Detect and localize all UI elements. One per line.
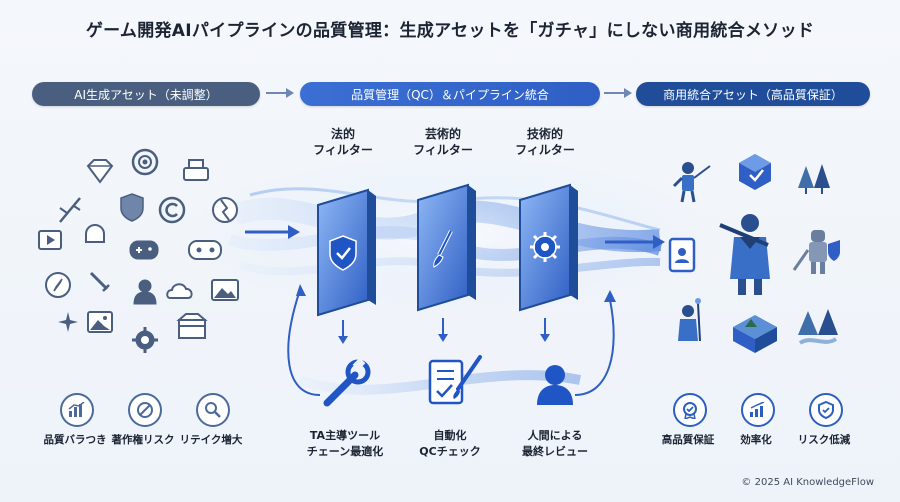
step-label-line-2: 最終レビュー [522, 445, 588, 458]
compass-icon [45, 272, 71, 298]
play-icon [38, 230, 62, 250]
feedback-loop-right [574, 299, 615, 396]
target-icon [131, 148, 159, 176]
badge-check-icon [673, 393, 707, 427]
stage-raw-assets: AI生成アセット（未調整） [32, 82, 260, 106]
warrior-icon [672, 162, 711, 203]
no-copyright-icon [128, 393, 162, 427]
filter-label-artistic: 芸術的 フィルター [398, 126, 488, 158]
printer-icon [183, 159, 209, 181]
knight-icon [792, 230, 840, 274]
problem-label-copyright: 著作権リスク [111, 434, 175, 446]
stage-quality-control: 品質管理（QC）＆パイプライン統合 [300, 82, 600, 106]
shield-check-icon [329, 235, 357, 271]
checklist-brush-icon [428, 355, 482, 405]
paintbrush-icon [433, 230, 453, 268]
raw-asset-icons [38, 148, 239, 353]
filter-panel-legal [317, 188, 376, 317]
benefit-label-quality: 高品質保証 [661, 434, 715, 446]
tablet-icon [668, 237, 696, 273]
filter-panel-technical [519, 183, 578, 312]
stage-commercial-assets: 商用統合アセット（高品質保証） [636, 82, 870, 106]
step-label-line-2: QCチェック [419, 445, 481, 458]
terrain-tile-icon [733, 315, 777, 353]
step-label-line-1: 人間による [527, 429, 583, 442]
copyright-text: © 2025 AI KnowledgeFlow [741, 477, 874, 488]
box-icon [176, 313, 208, 339]
sparkle-icon [58, 312, 78, 332]
step-label-auto-qc: 自動化 QCチェック [390, 428, 510, 460]
mage-icon [678, 298, 701, 342]
wrench-icon [323, 357, 371, 407]
copyright-icon [158, 196, 186, 224]
output-arrow-icon [605, 235, 665, 249]
cloud-icon [166, 283, 193, 299]
filter-label-legal: 法的 フィルター [298, 126, 388, 158]
filter-label-line-1: 技術的 [526, 127, 563, 141]
step-label-line-1: TA主導ツール [309, 429, 381, 442]
hero-character-icon [719, 214, 770, 295]
problem-label-quality: 品質バラつき [43, 434, 107, 446]
input-arrow-icon [245, 225, 300, 239]
bell-icon [85, 223, 105, 243]
person-icon [537, 365, 573, 405]
benefit-label-risk: リスク低減 [797, 434, 851, 446]
image-icon [87, 311, 113, 333]
problem-label-retake: リテイク増大 [179, 434, 243, 446]
filter-label-line-1: 芸術的 [424, 127, 461, 141]
filter-panel-artistic [417, 183, 476, 312]
step-label-ta-tools: TA主導ツール チェーン最適化 [285, 428, 405, 460]
cube-check-icon [739, 154, 771, 190]
bar-chart-icon [60, 393, 94, 427]
commercial-asset-icons [668, 154, 840, 353]
shield-icon [120, 193, 144, 222]
stage-arrow-1-icon [266, 86, 294, 104]
controller-icon [188, 240, 222, 260]
magnifier-icon [196, 393, 230, 427]
step-label-line-1: 自動化 [433, 429, 467, 442]
shield-check-icon [809, 393, 843, 427]
filter-label-line-2: フィルター [413, 143, 473, 157]
gear-icon [530, 232, 560, 262]
feedback-loop-left [287, 289, 321, 396]
filter-label-technical: 技術的 フィルター [500, 126, 590, 158]
benefit-label-efficiency: 効率化 [740, 434, 772, 446]
gamepad-icon [129, 240, 159, 260]
broken-image-icon [212, 197, 238, 223]
trees-icon [798, 164, 830, 194]
stage-arrow-2-icon [604, 86, 632, 104]
cog-icon [132, 327, 158, 353]
filter-label-line-2: フィルター [515, 143, 575, 157]
sword-icon [89, 271, 110, 292]
filter-label-line-2: フィルター [313, 143, 373, 157]
page-title: ゲーム開発AIパイプラインの品質管理：生成アセットを「ガチャ」にしない商用統合メ… [85, 21, 815, 41]
step-label-human-review: 人間による 最終レビュー [495, 428, 615, 460]
landscape-icon [211, 279, 239, 301]
branch-icon [59, 197, 81, 223]
user-icon [133, 279, 157, 305]
step-label-line-2: チェーン最適化 [306, 445, 384, 458]
growth-chart-icon [741, 393, 775, 427]
filter-label-line-1: 法的 [330, 127, 355, 141]
down-arrows [338, 318, 550, 344]
forest-path-icon [798, 309, 838, 345]
diamond-icon [86, 159, 114, 184]
